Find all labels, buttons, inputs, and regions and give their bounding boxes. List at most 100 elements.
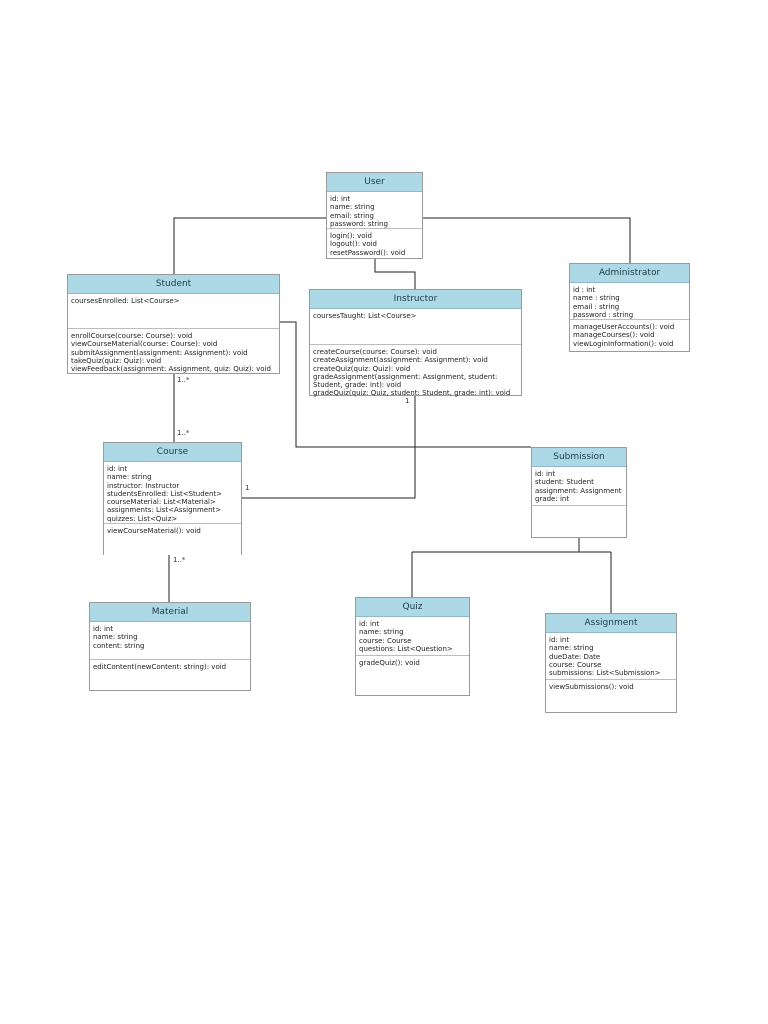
class-student-methods: enrollCourse(course: Course): void viewC… <box>68 329 279 376</box>
class-material-attributes: id: int name: string content: string <box>90 622 250 660</box>
attribute: assignment: Assignment <box>535 486 622 495</box>
method: submitAssignment(assignment: Assignment)… <box>71 348 248 357</box>
class-course[interactable]: Course id: int name: string instructor: … <box>103 442 242 555</box>
class-user-methods: login(): void logout(): void resetPasswo… <box>327 229 422 260</box>
class-quiz-methods: gradeQuiz(): void <box>356 656 469 670</box>
attribute: id: int <box>93 625 114 633</box>
multiplicity-course-material: 1..* <box>173 556 186 564</box>
attribute: quizzes: List<Quiz> <box>107 514 178 523</box>
attribute: id: int <box>535 470 556 478</box>
class-submission-methods <box>532 506 626 512</box>
attribute: coursesEnrolled: List<Course> <box>71 297 180 305</box>
attribute: name: string <box>359 628 404 637</box>
attribute: content: string <box>93 641 145 650</box>
class-assignment-methods: viewSubmissions(): void <box>546 680 676 694</box>
method: logout(): void <box>330 240 377 249</box>
class-material-title: Material <box>90 603 250 622</box>
class-course-title: Course <box>104 443 241 462</box>
attribute: password: string <box>330 219 388 228</box>
method: viewSubmissions(): void <box>549 683 634 691</box>
method: resetPassword(): void <box>330 248 406 257</box>
class-quiz-attributes: id: int name: string course: Course ques… <box>356 617 469 656</box>
class-assignment[interactable]: Assignment id: int name: string dueDate:… <box>545 613 677 713</box>
class-instructor-attributes: coursesTaught: List<Course> <box>310 309 521 345</box>
class-course-methods: viewCourseMaterial(): void <box>104 524 241 538</box>
attribute: email: string <box>330 211 374 220</box>
multiplicity-student-course-bottom: 1..* <box>177 429 190 437</box>
method: viewCourseMaterial(): void <box>107 527 201 535</box>
attribute: courseMaterial: List<Material> <box>107 498 216 507</box>
method: viewFeedback(assignment: Assignment, qui… <box>71 365 271 374</box>
user-instructor-connector <box>374 259 416 289</box>
class-course-attributes: id: int name: string instructor: Instruc… <box>104 462 241 524</box>
class-material-methods: editContent(newContent: string): void <box>90 660 250 674</box>
attribute: assignments: List<Assignment> <box>107 506 222 515</box>
class-quiz[interactable]: Quiz id: int name: string course: Course… <box>355 597 470 696</box>
class-user[interactable]: User id: int name: string email: string … <box>326 172 423 259</box>
class-assignment-attributes: id: int name: string dueDate: Date cours… <box>546 633 676 680</box>
class-instructor-methods: createCourse(course: Course): void creat… <box>310 345 521 401</box>
attribute: course: Course <box>549 660 602 669</box>
class-submission-title: Submission <box>532 448 626 467</box>
method: login(): void <box>330 232 372 240</box>
method: gradeQuiz(): void <box>359 659 420 667</box>
attribute: grade: int <box>535 494 570 503</box>
attribute: name: string <box>330 203 375 212</box>
class-instructor[interactable]: Instructor coursesTaught: List<Course> c… <box>309 289 522 397</box>
class-submission[interactable]: Submission id: int student: Student assi… <box>531 447 627 538</box>
attribute: instructor: Instructor <box>107 481 180 490</box>
student-submission-connector <box>280 321 531 448</box>
multiplicity-student-course-top: 1..* <box>177 376 190 384</box>
class-submission-attributes: id: int student: Student assignment: Ass… <box>532 467 626 506</box>
method: manageUserAccounts(): void <box>573 323 675 331</box>
attribute: course: Course <box>359 636 412 645</box>
attribute: name : string <box>573 294 620 303</box>
multiplicity-instructor-course-left: 1 <box>245 484 250 492</box>
attribute: submissions: List<Submission> <box>549 669 661 678</box>
attribute: email : string <box>573 302 620 311</box>
attribute: password : string <box>573 310 634 319</box>
attribute: coursesTaught: List<Course> <box>313 312 417 320</box>
class-administrator-attributes: id : int name : string email : string pa… <box>570 283 689 320</box>
class-quiz-title: Quiz <box>356 598 469 617</box>
class-user-attributes: id: int name: string email: string passw… <box>327 192 422 229</box>
method: takeQuiz(quiz: Quiz): void <box>71 356 162 365</box>
attribute: dueDate: Date <box>549 652 601 661</box>
attribute: name: string <box>107 473 152 482</box>
method: createCourse(course: Course): void <box>313 348 437 356</box>
class-instructor-title: Instructor <box>310 290 521 309</box>
method: Student, grade: int): void <box>313 381 402 390</box>
user-administrator-connector <box>423 217 631 263</box>
method: editContent(newContent: string): void <box>93 663 227 671</box>
method: viewCourseMaterial(course: Course): void <box>71 340 218 349</box>
method: createAssignment(assignment: Assignment)… <box>313 356 488 365</box>
method: enrollCourse(course: Course): void <box>71 332 193 340</box>
method: gradeQuiz(quiz: Quiz, student: Student, … <box>313 389 511 398</box>
instructor-course-connector <box>242 396 416 499</box>
user-student-connector <box>173 217 326 274</box>
class-administrator[interactable]: Administrator id : int name : string ema… <box>569 263 690 352</box>
class-administrator-methods: manageUserAccounts(): void manageCourses… <box>570 320 689 351</box>
attribute: id: int <box>107 465 128 473</box>
attribute: studentsEnrolled: List<Student> <box>107 489 223 498</box>
method: gradeAssignment(assignment: Assignment, … <box>313 372 498 381</box>
class-student-attributes: coursesEnrolled: List<Course> <box>68 294 279 329</box>
attribute: questions: List<Question> <box>359 644 453 653</box>
class-user-title: User <box>327 173 422 192</box>
class-assignment-title: Assignment <box>546 614 676 633</box>
attribute: id: int <box>359 620 380 628</box>
class-student-title: Student <box>68 275 279 294</box>
attribute: id: int <box>330 195 351 203</box>
attribute: id: int <box>549 636 570 644</box>
attribute: name: string <box>549 644 594 653</box>
class-student[interactable]: Student coursesEnrolled: List<Course> en… <box>67 274 280 374</box>
method: createQuiz(quiz: Quiz): void <box>313 364 411 373</box>
attribute: student: Student <box>535 478 594 487</box>
class-material[interactable]: Material id: int name: string content: s… <box>89 602 251 691</box>
attribute: id : int <box>573 286 596 294</box>
class-administrator-title: Administrator <box>570 264 689 283</box>
attribute: name: string <box>93 633 138 642</box>
method: manageCourses(): void <box>573 331 655 340</box>
